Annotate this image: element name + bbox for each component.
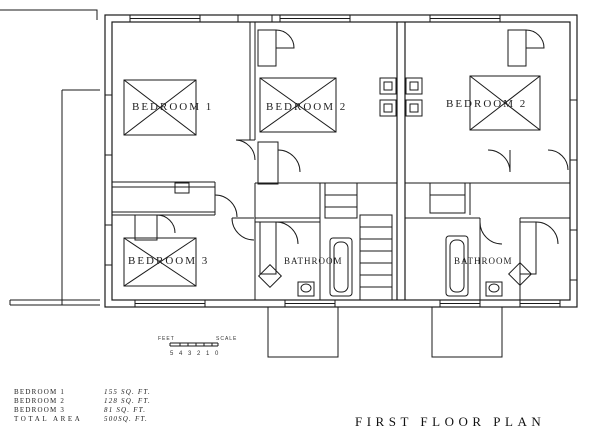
- porch-canopies: [267, 306, 503, 358]
- door-swings: [156, 29, 569, 245]
- area-total-value: 500SQ. FT.: [104, 415, 148, 423]
- room-area-schedule: BEDROOM 1 155 SQ. FT. BEDROOM 2 128 SQ. …: [14, 388, 151, 424]
- interior-walls-left: [112, 22, 397, 301]
- cupboards: [134, 29, 537, 275]
- scale-label-feet: FEET: [158, 336, 175, 342]
- area-row: BEDROOM 3 81 SQ. FT.: [14, 406, 151, 415]
- room-label-bathroom-left: BATHROOM: [284, 256, 343, 266]
- area-room-name: BEDROOM 1: [14, 388, 66, 396]
- area-room-name: BEDROOM 2: [14, 397, 66, 405]
- room-label-bathroom-right: BATHROOM: [454, 256, 513, 266]
- adjacent-structure: [0, 9, 100, 306]
- room-label-bedroom-2-right: BEDROOM 2: [446, 98, 527, 110]
- area-total-row: TOTAL AREA 500SQ. FT.: [14, 415, 151, 424]
- scale-label-scale: SCALE: [216, 336, 237, 342]
- windows-side: [104, 94, 578, 281]
- area-row: BEDROOM 2 128 SQ. FT.: [14, 397, 151, 406]
- room-label-bedroom-1: BEDROOM 1: [132, 101, 213, 113]
- scale-ticks: 5 4 3 2 1 0: [170, 351, 220, 357]
- chimney-flues: [379, 77, 423, 117]
- area-value: 128 SQ. FT.: [104, 397, 151, 405]
- room-label-bedroom-3: BEDROOM 3: [128, 255, 209, 267]
- area-row: BEDROOM 1 155 SQ. FT.: [14, 388, 151, 397]
- windows-top: [129, 14, 501, 23]
- scale-bar: [169, 342, 219, 347]
- drawing-title: FIRST FLOOR PLAN: [355, 414, 546, 429]
- area-total-label: TOTAL AREA: [14, 415, 83, 423]
- bathroom-fixtures: [174, 182, 533, 297]
- area-value: 155 SQ. FT.: [104, 388, 151, 396]
- windows-bottom: [134, 299, 561, 308]
- area-value: 81 SQ. FT.: [104, 406, 147, 414]
- room-label-bedroom-2: BEDROOM 2: [266, 101, 347, 113]
- ceiling-hatches: [123, 75, 541, 287]
- area-room-name: BEDROOM 3: [14, 406, 66, 414]
